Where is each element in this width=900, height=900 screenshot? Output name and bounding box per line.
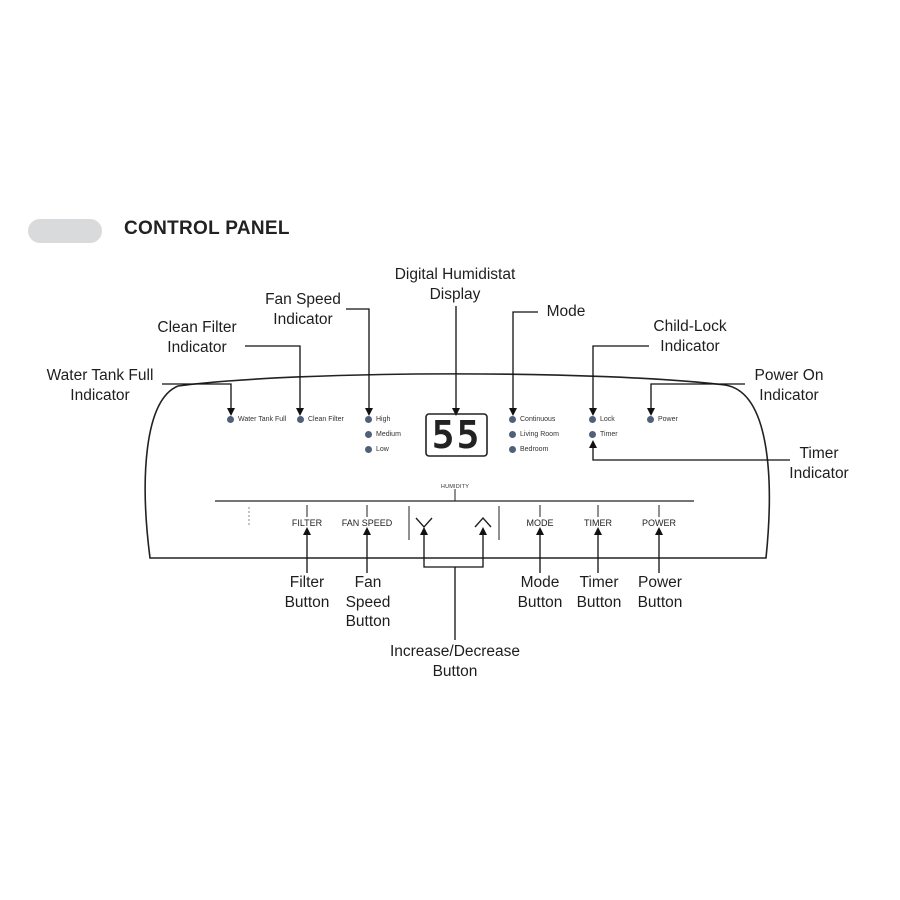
indicator-clean-filter: Clean Filter: [297, 416, 344, 423]
humidity-display: 55: [431, 413, 482, 457]
mode-button[interactable]: MODE: [526, 518, 554, 528]
led-dot: [647, 416, 654, 423]
fan-speed-button[interactable]: FAN SPEED: [341, 518, 393, 528]
indicator-fan-low: Low: [365, 446, 389, 453]
power-button[interactable]: POWER: [641, 518, 677, 528]
led-dot: [589, 431, 596, 438]
indicator-fan-high: High: [365, 416, 390, 423]
led-dot: [365, 431, 372, 438]
humidity-label: HUMIDITY: [440, 484, 470, 490]
decrease-button[interactable]: [412, 510, 436, 534]
filter-button[interactable]: FILTER: [291, 518, 323, 528]
chevron-up-icon: [474, 516, 492, 528]
led-dot: [227, 416, 234, 423]
led-dot: [365, 416, 372, 423]
indicator-fan-medium: Medium: [365, 431, 401, 438]
led-dot: [297, 416, 304, 423]
indicator-lock: Lock: [589, 416, 615, 423]
timer-button[interactable]: TIMER: [584, 518, 612, 528]
led-dot: [509, 431, 516, 438]
indicator-mode-bedroom: Bedroom: [509, 446, 548, 453]
indicator-power: Power: [647, 416, 678, 423]
led-dot: [509, 416, 516, 423]
led-dot: [509, 446, 516, 453]
led-dot: [365, 446, 372, 453]
indicator-mode-living-room: Living Room: [509, 431, 559, 438]
led-dot: [589, 416, 596, 423]
section-pill: [28, 219, 102, 243]
callout-mode: Mode: [546, 303, 586, 320]
indicator-water-tank-full: Water Tank Full: [227, 416, 286, 423]
page-title: CONTROL PANEL: [124, 218, 290, 239]
indicator-mode-continuous: Continuous: [509, 416, 555, 423]
indicator-timer: Timer: [589, 431, 618, 438]
panel-outline: [144, 373, 771, 559]
increase-button[interactable]: [471, 510, 495, 534]
